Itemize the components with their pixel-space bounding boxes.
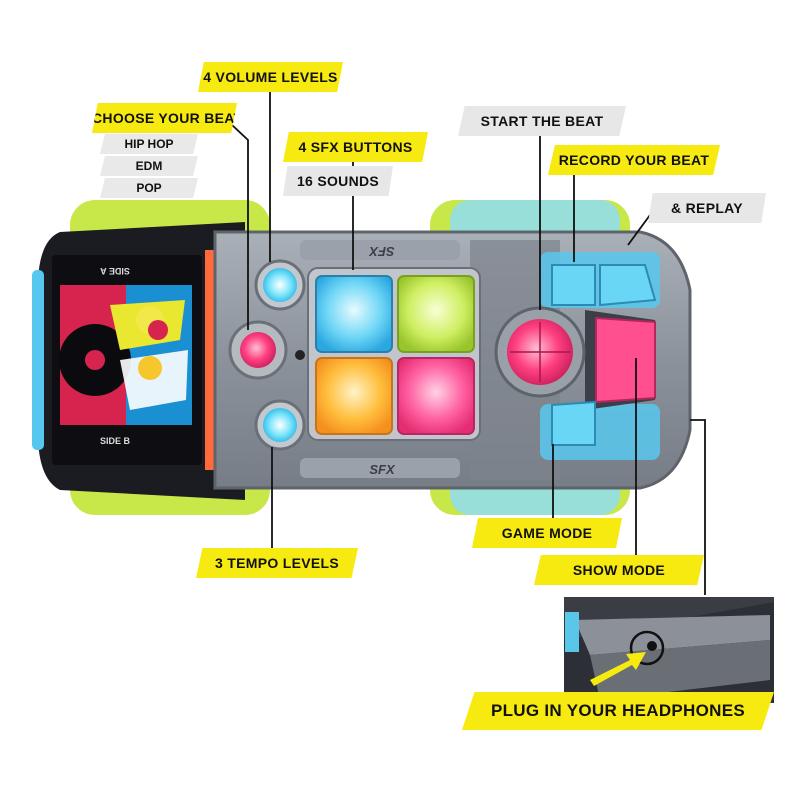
sfx-buttons-label: 4 SFX BUTTONS xyxy=(283,132,428,162)
volume-levels-label: 4 VOLUME LEVELS xyxy=(198,62,343,92)
replay-button[interactable] xyxy=(599,264,657,307)
beat-button[interactable] xyxy=(228,320,288,380)
headphone-inset xyxy=(564,597,774,703)
show-mode-label: SHOW MODE xyxy=(534,555,704,585)
game-mode-label: GAME MODE xyxy=(472,518,622,548)
show-mode-button[interactable] xyxy=(595,316,656,404)
headphones-label: PLUG IN YOUR HEADPHONES xyxy=(462,692,774,730)
cassette-side-a: SIDE A xyxy=(100,266,130,276)
callout-lines xyxy=(231,88,706,595)
beat-option-edm: EDM xyxy=(100,156,198,176)
sfx-mark-bottom: SFX xyxy=(369,462,396,477)
sfx-pad-pink[interactable] xyxy=(397,357,475,435)
microphone-hole xyxy=(295,350,305,360)
volume-button[interactable] xyxy=(254,259,306,311)
choose-beat-label: CHOOSE YOUR BEAT xyxy=(92,103,237,133)
cassette-side-b: SIDE B xyxy=(100,436,131,446)
record-button[interactable] xyxy=(551,264,596,306)
sfx-pad-orange[interactable] xyxy=(315,357,393,435)
record-beat-label: RECORD YOUR BEAT xyxy=(548,145,720,175)
cassette-label xyxy=(52,255,202,465)
beat-option-pop: POP xyxy=(100,178,198,198)
beat-option-hiphop: HIP HOP xyxy=(100,134,198,154)
game-mode-button[interactable] xyxy=(551,400,596,446)
tempo-button[interactable] xyxy=(254,399,306,451)
sfx-mark-top: SFX xyxy=(368,244,395,259)
replay-label: & REPLAY xyxy=(648,193,766,223)
sounds-label: 16 SOUNDS xyxy=(283,166,393,196)
sfx-pad-blue[interactable] xyxy=(315,275,393,353)
start-beat-label: START THE BEAT xyxy=(458,106,626,136)
sfx-pad-green[interactable] xyxy=(397,275,475,353)
tempo-levels-label: 3 TEMPO LEVELS xyxy=(196,548,358,578)
start-beat-button[interactable] xyxy=(494,306,586,398)
